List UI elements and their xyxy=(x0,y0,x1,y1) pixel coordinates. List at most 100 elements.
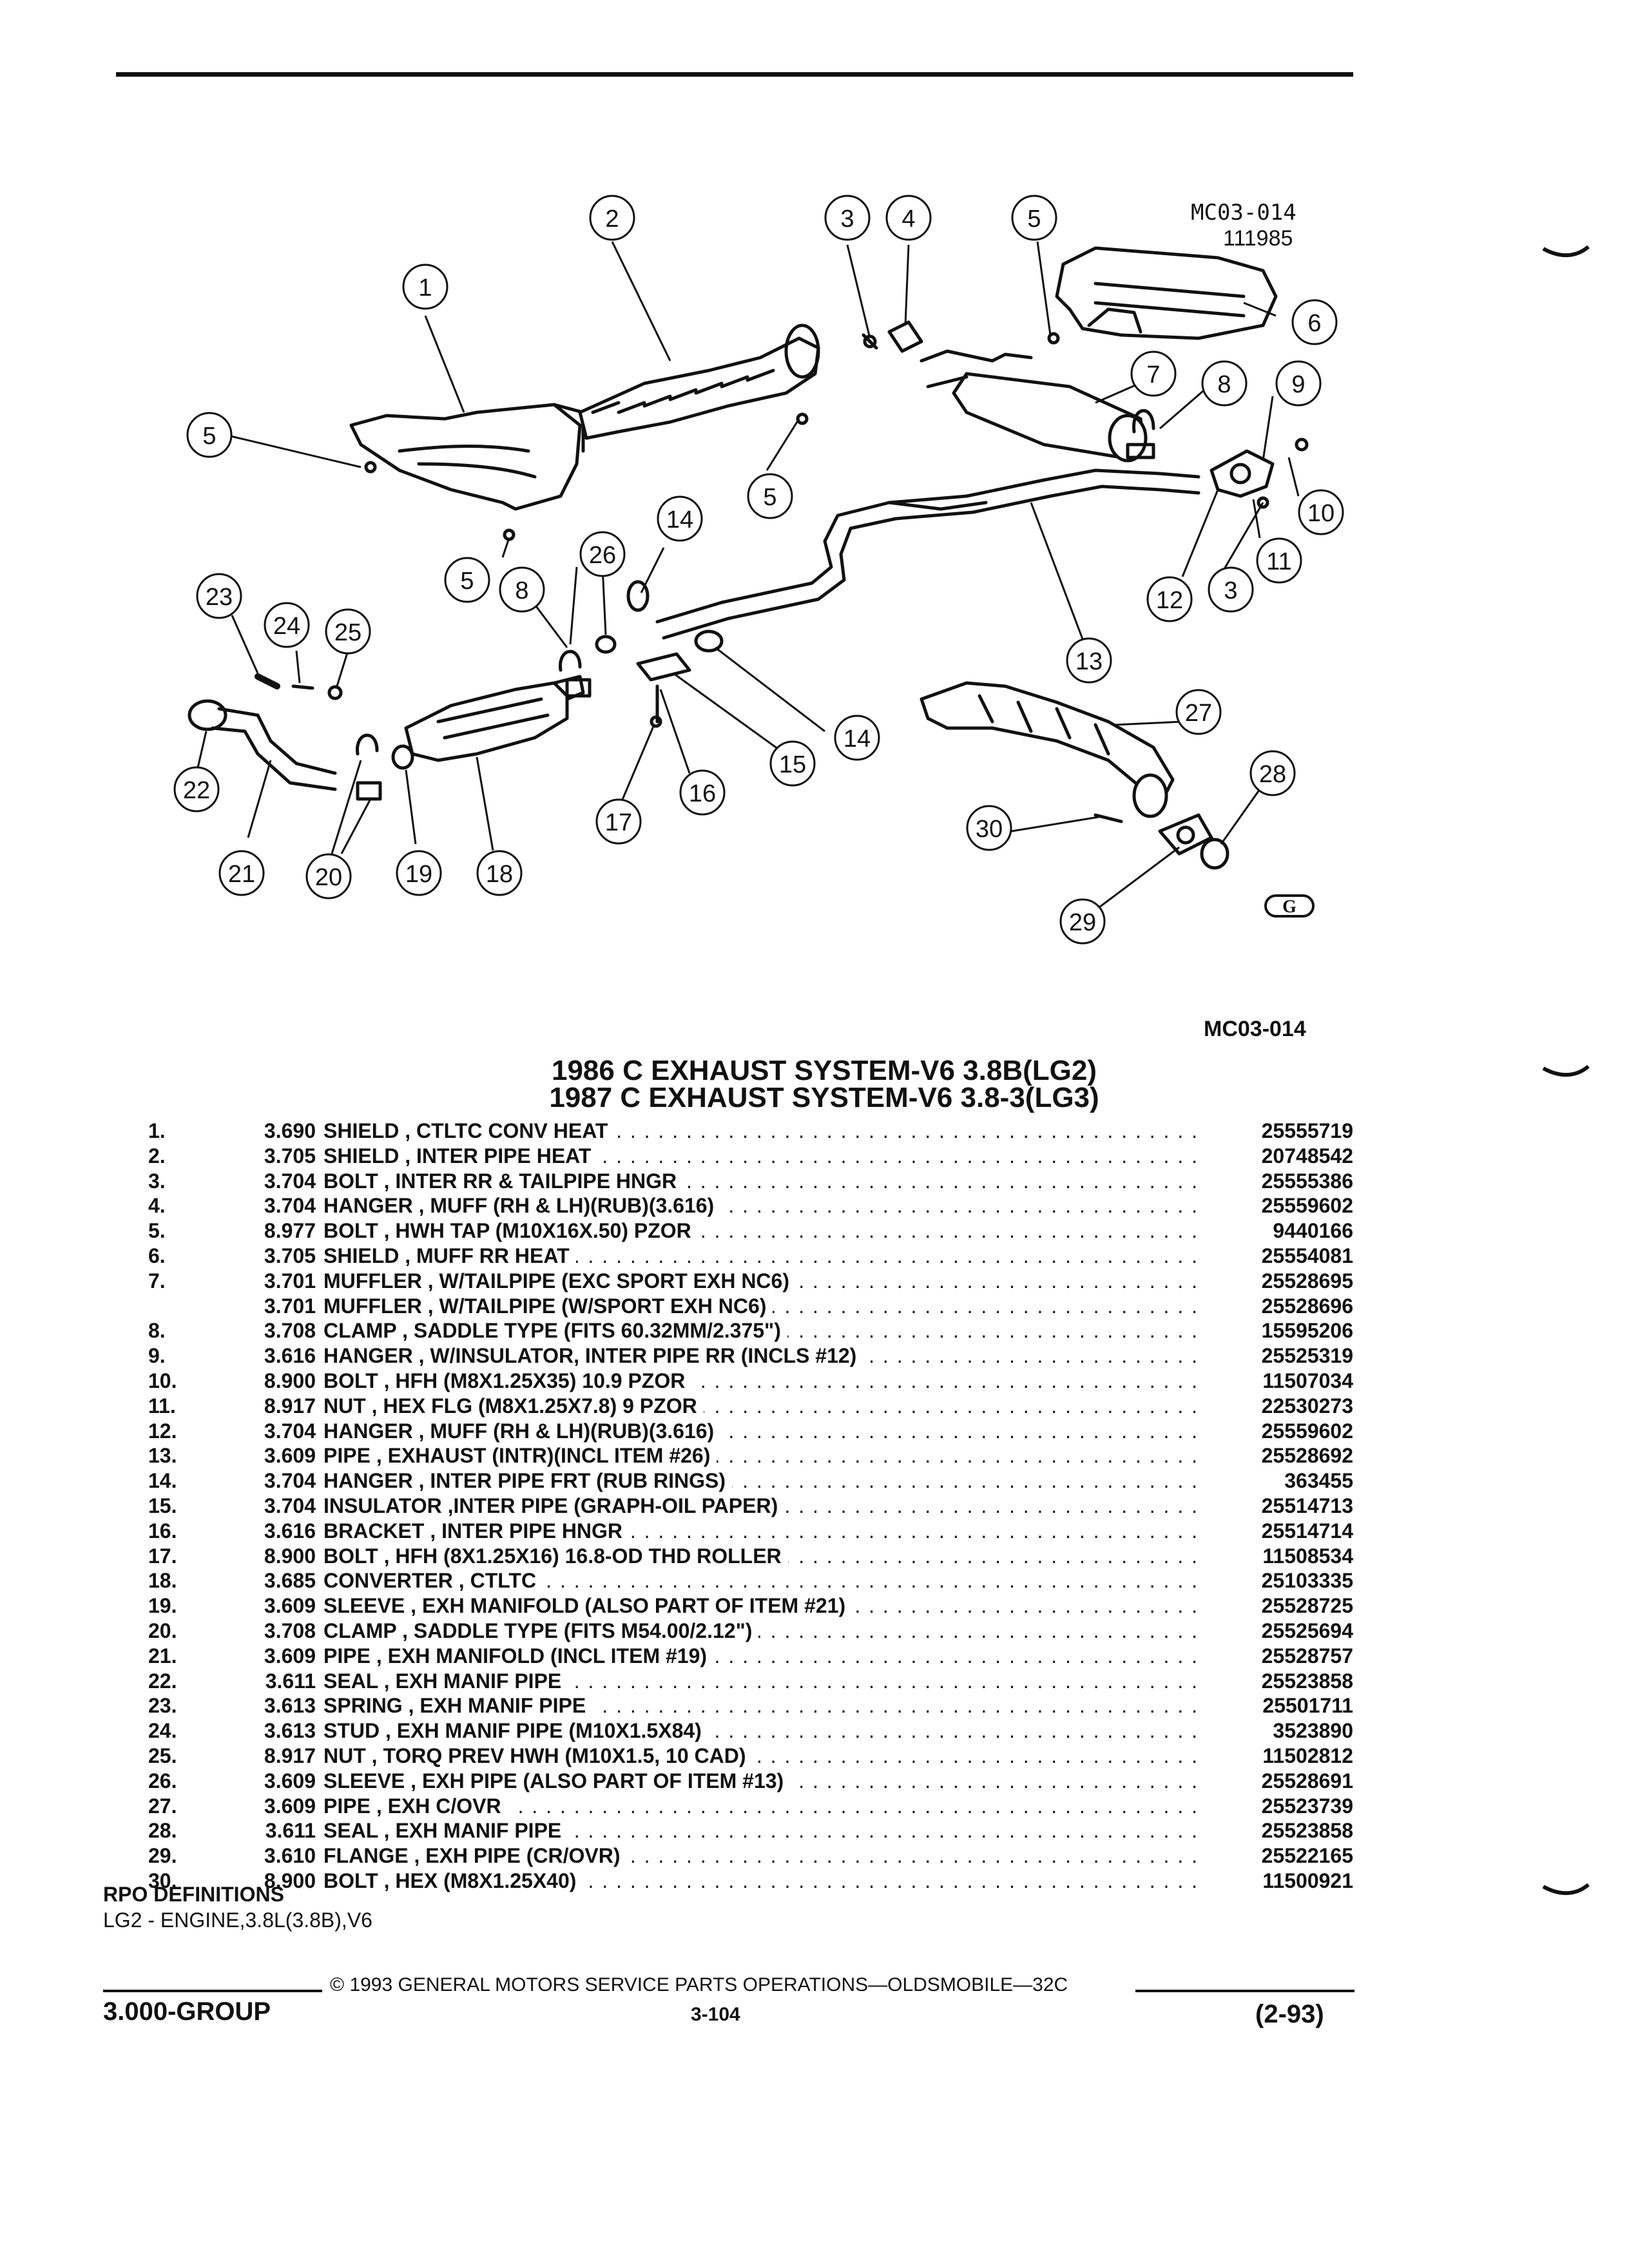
footer-rule-right xyxy=(1135,1990,1354,1992)
item-number: 22. xyxy=(148,1669,177,1693)
part-number: 25559602 xyxy=(1261,1419,1353,1443)
small-fasteners xyxy=(364,332,1309,823)
part-exh-manifold-pipe xyxy=(188,699,337,791)
group-number: 8.917 xyxy=(264,1744,316,1767)
item-number: 13. xyxy=(148,1444,177,1468)
part-ctltc-conv-heat-shield xyxy=(349,403,585,511)
part-number: 11502812 xyxy=(1262,1744,1353,1767)
callout-24: 24 xyxy=(273,613,300,640)
item-number: 8. xyxy=(148,1319,166,1343)
callout-21: 21 xyxy=(228,861,255,888)
item-number: 17. xyxy=(148,1544,177,1568)
part-number: 25525694 xyxy=(1261,1619,1353,1642)
group-number: 3.609 xyxy=(264,1769,316,1792)
group-number: 3.708 xyxy=(264,1319,316,1343)
rpo-definition-lg2: LG2 - ENGINE,3.8L(3.8B),V6 xyxy=(103,1908,372,1932)
top-rule xyxy=(116,72,1353,77)
part-intermediate-pipe xyxy=(655,468,1200,640)
callout-3b: 3 xyxy=(1224,577,1237,604)
parts-list-row: 8.3.708CLAMP , SADDLE TYPE (FITS 60.32MM… xyxy=(129,1318,1353,1343)
callout-14b: 14 xyxy=(843,726,871,753)
part-number: 11507034 xyxy=(1262,1369,1353,1392)
part-number: 25528725 xyxy=(1261,1594,1353,1618)
part-description: PIPE , EXH C/OVR xyxy=(323,1794,508,1819)
parts-list-row: 26.3.609SLEEVE , EXH PIPE (ALSO PART OF … xyxy=(129,1769,1353,1794)
group-number: 3.690 xyxy=(264,1119,316,1142)
item-number: 27. xyxy=(148,1794,177,1818)
item-number: 2. xyxy=(148,1144,166,1168)
part-description: SHIELD , MUFF RR HEAT xyxy=(323,1244,576,1269)
part-number: 25103335 xyxy=(1261,1569,1353,1593)
part-muffler xyxy=(920,349,1148,463)
part-description: HANGER , INTER PIPE FRT (RUB RINGS) xyxy=(323,1468,733,1494)
part-number: 25528757 xyxy=(1261,1644,1353,1667)
part-insulator-ring xyxy=(694,629,724,653)
callout-14a: 14 xyxy=(666,506,693,533)
item-number: 30. xyxy=(148,1869,177,1892)
part-number: 11500921 xyxy=(1262,1869,1353,1892)
part-description: BOLT , HWH TAP (M10X16X.50) PZOR xyxy=(323,1218,698,1244)
group-number: 3.611 xyxy=(265,1819,316,1843)
group-number: 3.704 xyxy=(264,1494,316,1517)
part-number: 25554081 xyxy=(1261,1244,1353,1267)
part-rubber-ring-upper xyxy=(626,580,650,612)
part-description: SLEEVE , EXH MANIFOLD (ALSO PART OF ITEM… xyxy=(323,1593,853,1619)
parts-list-row: 20.3.708CLAMP , SADDLE TYPE (FITS M54.00… xyxy=(129,1619,1353,1644)
part-number: 25528696 xyxy=(1261,1294,1353,1318)
binding-mark-icon xyxy=(1542,1883,1590,1896)
callout-12: 12 xyxy=(1156,587,1183,614)
footer-rule-left xyxy=(103,1990,322,1992)
parts-list-row: 16.3.616BRACKET , INTER PIPE HNGR2551471… xyxy=(129,1519,1353,1544)
parts-list-row: 3.3.704BOLT , INTER RR & TAILPIPE HNGR25… xyxy=(129,1169,1353,1194)
section-title-1987: 1987 C EXHAUST SYSTEM-V6 3.8-3(LG3) xyxy=(549,1082,1099,1113)
item-number: 11. xyxy=(148,1394,176,1418)
copyright-notice: © 1993 GENERAL MOTORS SERVICE PARTS OPER… xyxy=(330,1974,1068,1995)
group-number: 8.900 xyxy=(264,1544,316,1568)
parts-list-row: 21.3.609PIPE , EXH MANIFOLD (INCL ITEM #… xyxy=(129,1644,1353,1669)
group-number: 3.704 xyxy=(264,1469,316,1493)
callout-15: 15 xyxy=(779,751,806,778)
callout-27: 27 xyxy=(1185,700,1212,727)
group-number: 3.609 xyxy=(264,1794,316,1818)
callout-2: 2 xyxy=(605,206,619,233)
part-description: BOLT , HFH (M8X1.25X35) 10.9 PZOR xyxy=(323,1369,692,1394)
group-number: 3.609 xyxy=(264,1644,316,1667)
parts-list-row: 11.8.917NUT , HEX FLG (M8X1.25X7.8) 9 PZ… xyxy=(129,1394,1353,1419)
part-number: 9440166 xyxy=(1273,1219,1353,1243)
parts-list-row: 7.3.701MUFFLER , W/TAILPIPE (EXC SPORT E… xyxy=(129,1269,1353,1294)
group-number: 3.704 xyxy=(264,1419,316,1443)
callout-7: 7 xyxy=(1146,361,1160,389)
parts-list-row: 25.8.917NUT , TORQ PREV HWH (M10X1.5, 10… xyxy=(129,1744,1353,1769)
section-title-1986: 1986 C EXHAUST SYSTEM-V6 3.8B(LG2) xyxy=(551,1055,1097,1086)
parts-list-row: 4.3.704HANGER , MUFF (RH & LH)(RUB)(3.61… xyxy=(129,1193,1353,1218)
callout-4: 4 xyxy=(901,206,915,233)
callout-5c: 5 xyxy=(763,484,776,511)
group-number: 3.708 xyxy=(264,1619,316,1642)
gm-logo-icon: G xyxy=(1264,894,1315,918)
part-number: 22530273 xyxy=(1261,1394,1353,1418)
diagram-reference-date: 111985 xyxy=(1223,226,1293,251)
callout-9: 9 xyxy=(1291,371,1305,398)
part-flange-crossover xyxy=(1158,813,1213,856)
part-description: MUFFLER , W/TAILPIPE (EXC SPORT EXH NC6) xyxy=(323,1269,796,1294)
part-number: 20748542 xyxy=(1261,1144,1353,1168)
part-description: NUT , TORQ PREV HWH (M10X1.5, 10 CAD) xyxy=(323,1744,753,1769)
group-number: 8.900 xyxy=(264,1869,316,1892)
group-number: 3.609 xyxy=(264,1594,316,1618)
callout-30: 30 xyxy=(976,816,1003,843)
part-number: 11508534 xyxy=(1262,1544,1353,1568)
callout-20: 20 xyxy=(315,864,342,891)
parts-list-row: 30.8.900BOLT , HEX (M8X1.25X40)11500921 xyxy=(129,1869,1353,1894)
callout-11: 11 xyxy=(1266,548,1291,575)
callout-13: 13 xyxy=(1075,648,1103,675)
callout-10: 10 xyxy=(1307,500,1335,527)
part-description: PIPE , EXHAUST (INTR)(INCL ITEM #26) xyxy=(323,1443,717,1468)
item-number: 5. xyxy=(148,1219,166,1243)
callout-1: 1 xyxy=(418,274,432,302)
part-number: 25523858 xyxy=(1261,1669,1353,1693)
figure-code: MC03-014 xyxy=(1204,1017,1306,1041)
part-description: CONVERTER , CTLTC xyxy=(323,1568,543,1593)
part-number: 25528691 xyxy=(1261,1769,1353,1792)
